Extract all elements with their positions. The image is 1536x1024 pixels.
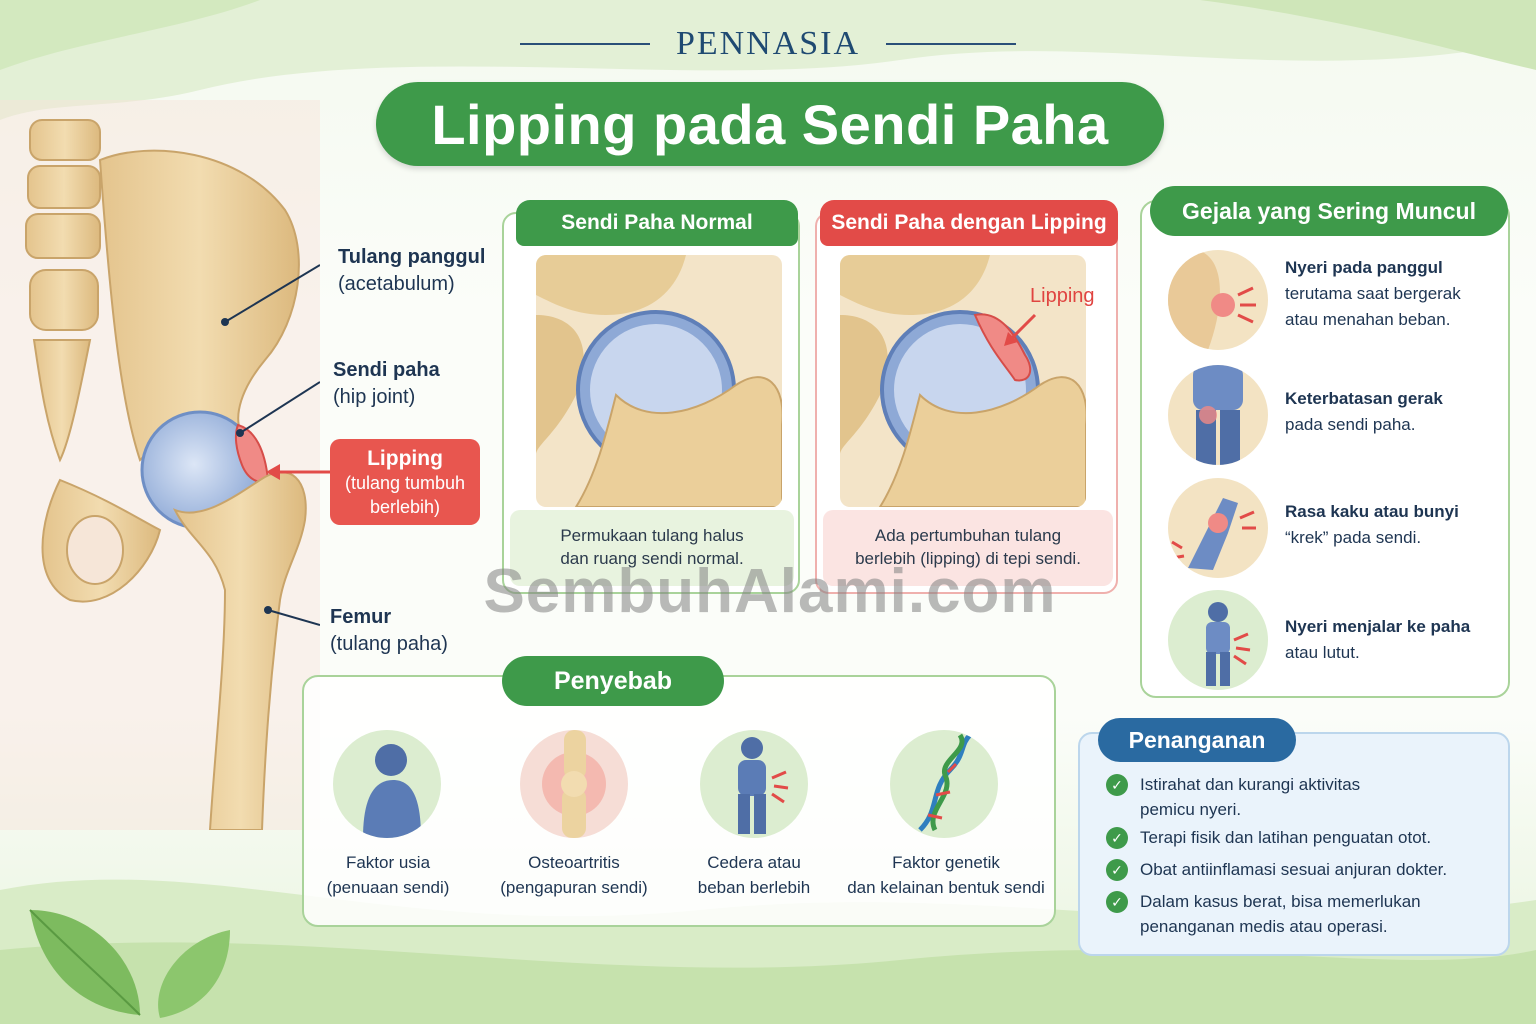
watermark: SembuhAlami.com bbox=[483, 557, 1057, 626]
normal-hip-caption-line1: Permukaan tulang halus bbox=[560, 526, 744, 545]
treatment-item: ✓ Terapi fisik dan latihan penguatan oto… bbox=[1106, 825, 1496, 850]
symptom-line: atau menahan beban. bbox=[1285, 310, 1451, 329]
label-lipping: Lipping (tulang tumbuh berlebih) bbox=[330, 439, 480, 525]
brand-name: PENNASIA bbox=[675, 25, 861, 62]
label-acetabulum-title: Tulang panggul bbox=[338, 246, 486, 268]
cause-item: Faktor usia (penuaan sendi) bbox=[308, 850, 468, 900]
check-icon: ✓ bbox=[1106, 774, 1128, 796]
brand-line-left bbox=[519, 43, 650, 45]
label-acetabulum: Tulang panggul (acetabulum) bbox=[338, 244, 498, 298]
dna-icon bbox=[890, 730, 998, 838]
elderly-person-icon bbox=[333, 730, 441, 838]
treatment-line: Terapi fisik dan latihan penguatan otot. bbox=[1140, 828, 1432, 847]
symptom-title: Nyeri menjalar ke paha bbox=[1285, 617, 1471, 636]
hip-pain-icon bbox=[1168, 250, 1268, 350]
label-femur-title: Femur bbox=[330, 606, 392, 628]
cause-item: Cedera atau beban berlebih bbox=[674, 850, 834, 900]
cause-line: Faktor usia bbox=[345, 853, 431, 872]
background-wave-top bbox=[0, 0, 1536, 120]
label-lipping-sub1: (tulang tumbuh bbox=[344, 473, 466, 493]
lipping-hip-caption: Ada pertumbuhan tulang berlebih (lipping… bbox=[823, 510, 1113, 586]
check-icon: ✓ bbox=[1106, 891, 1128, 913]
inflamed-joint-icon bbox=[520, 730, 628, 838]
check-icon: ✓ bbox=[1106, 859, 1128, 881]
cause-item: Osteoartritis (pengapuran sendi) bbox=[484, 850, 664, 900]
cause-line: dan kelainan bentuk sendi bbox=[847, 878, 1045, 897]
treatment-title: Penanganan bbox=[1098, 718, 1296, 762]
injured-person-icon bbox=[700, 730, 808, 838]
treatment-line: Istirahat dan kurangi aktivitas bbox=[1140, 775, 1361, 794]
hip-anatomy-illustration bbox=[0, 100, 320, 830]
normal-hip-caption-line2: dan ruang sendi normal. bbox=[560, 549, 744, 568]
symptoms-title: Gejala yang Sering Muncul bbox=[1150, 186, 1508, 236]
brand-line-right bbox=[886, 43, 1017, 45]
label-femur: Femur (tulang paha) bbox=[330, 604, 480, 658]
symptom-title: Nyeri pada panggul bbox=[1285, 258, 1443, 277]
check-icon: ✓ bbox=[1106, 827, 1128, 849]
treatment-line: Dalam kasus berat, bisa memerlukan bbox=[1140, 892, 1421, 911]
lipping-hip-caption-line1: Ada pertumbuhan tulang bbox=[874, 526, 1062, 545]
cause-line: (penuaan sendi) bbox=[326, 878, 450, 897]
symptom-line: “krek” pada sendi. bbox=[1285, 528, 1422, 547]
label-acetabulum-sub: (acetabulum) bbox=[338, 273, 455, 295]
lipping-arrow bbox=[266, 464, 332, 480]
normal-hip-image bbox=[536, 255, 782, 507]
page-title: Lipping pada Sendi Paha bbox=[431, 92, 1109, 156]
label-hip-joint-title: Sendi paha bbox=[333, 359, 440, 381]
cause-item: Faktor genetik dan kelainan bentuk sendi bbox=[836, 850, 1056, 900]
symptom-title: Rasa kaku atau bunyi bbox=[1285, 502, 1459, 521]
symptom-line: terutama saat bergerak bbox=[1285, 284, 1461, 303]
treatment-line: penanganan medis atau operasi. bbox=[1140, 917, 1388, 936]
cause-line: Faktor genetik bbox=[892, 853, 1000, 872]
symptom-line: pada sendi paha. bbox=[1285, 415, 1416, 434]
cause-line: Osteoartritis bbox=[528, 853, 620, 872]
lipping-hip-image bbox=[840, 255, 1086, 507]
brand-header: PENNASIA bbox=[0, 22, 1536, 66]
treatment-item: ✓ Obat antiinflamasi sesuai anjuran dokt… bbox=[1106, 857, 1496, 882]
label-femur-sub: (tulang paha) bbox=[330, 633, 448, 655]
limited-motion-icon bbox=[1168, 365, 1268, 465]
lipping-tag: Lipping bbox=[1030, 285, 1095, 307]
label-hip-joint: Sendi paha (hip joint) bbox=[333, 357, 483, 411]
lipping-tag-arrow bbox=[1004, 313, 1037, 346]
cause-line: Cedera atau bbox=[707, 853, 801, 872]
treatment-item: ✓ Dalam kasus berat, bisa memerlukan pen… bbox=[1106, 889, 1496, 939]
cause-line: beban berlebih bbox=[697, 878, 811, 897]
symptom-item: Nyeri pada panggul terutama saat bergera… bbox=[1285, 255, 1495, 333]
lipping-hip-tab: Sendi Paha dengan Lipping bbox=[820, 200, 1118, 246]
symptom-item: Nyeri menjalar ke paha atau lutut. bbox=[1285, 614, 1495, 666]
symptom-item: Keterbatasan gerak pada sendi paha. bbox=[1285, 386, 1495, 438]
label-hip-joint-sub: (hip joint) bbox=[333, 386, 416, 408]
normal-hip-tab: Sendi Paha Normal bbox=[516, 200, 798, 246]
stiff-knee-icon bbox=[1168, 478, 1268, 578]
lipping-hip-caption-line2: berlebih (lipping) di tepi sendi. bbox=[855, 549, 1081, 568]
page-title-banner: Lipping pada Sendi Paha bbox=[376, 82, 1164, 166]
treatment-line: Obat antiinflamasi sesuai anjuran dokter… bbox=[1140, 860, 1448, 879]
leaf-decoration bbox=[29, 909, 230, 1018]
treatment-line: pemicu nyeri. bbox=[1140, 800, 1242, 819]
causes-title: Penyebab bbox=[502, 656, 724, 706]
symptom-line: atau lutut. bbox=[1285, 643, 1360, 662]
treatment-item: ✓ Istirahat dan kurangi aktivitas pemicu… bbox=[1106, 772, 1496, 822]
symptom-title: Keterbatasan gerak bbox=[1285, 389, 1443, 408]
symptom-item: Rasa kaku atau bunyi “krek” pada sendi. bbox=[1285, 499, 1495, 551]
cause-line: (pengapuran sendi) bbox=[500, 878, 648, 897]
label-lipping-sub2: berlebih) bbox=[369, 497, 441, 517]
normal-hip-caption: Permukaan tulang halus dan ruang sendi n… bbox=[510, 510, 794, 586]
label-lipping-title: Lipping bbox=[367, 447, 443, 470]
radiating-pain-icon bbox=[1168, 590, 1268, 690]
